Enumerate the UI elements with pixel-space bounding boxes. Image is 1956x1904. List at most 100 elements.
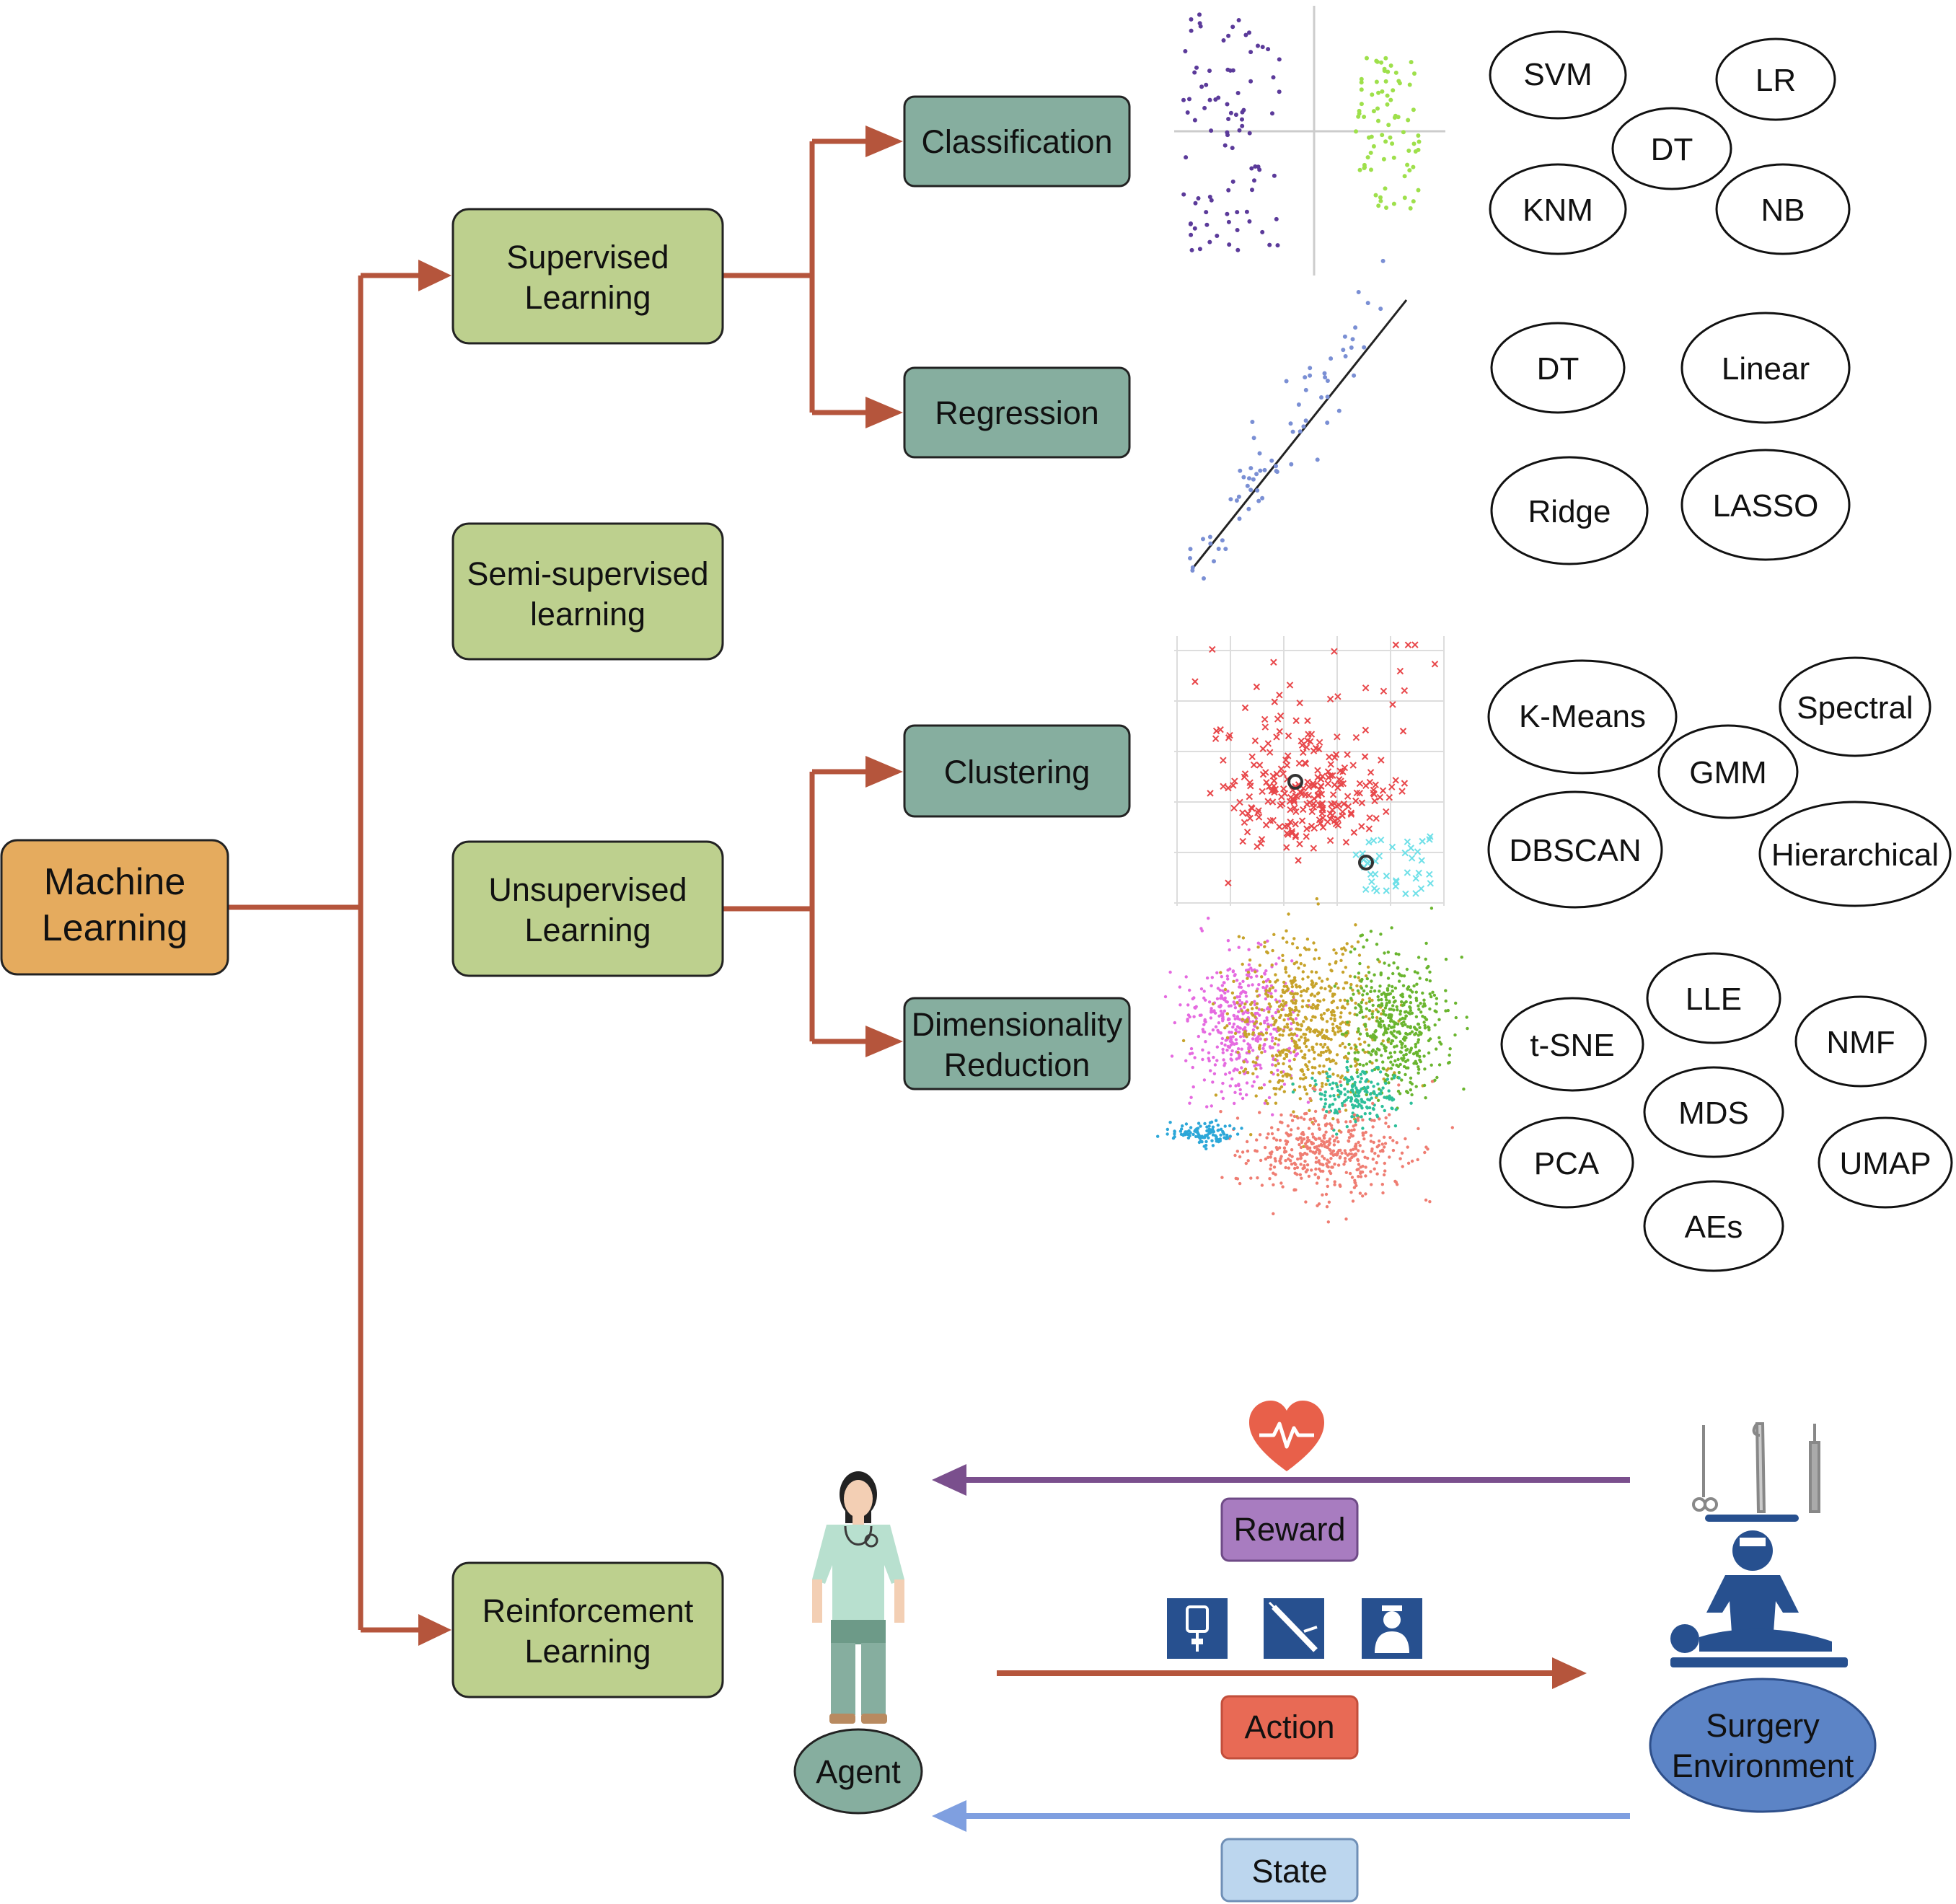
syringe-icon	[1264, 1598, 1324, 1659]
root-node: Machine Learning	[0, 839, 229, 976]
category-unsupervised: Unsupervised Learning	[451, 840, 724, 977]
clustering-label: Clustering	[944, 754, 1091, 790]
svg-text:Ridge: Ridge	[1528, 494, 1611, 529]
surgical-instruments-icon	[1692, 1422, 1820, 1513]
algo-ridge: Ridge	[1490, 456, 1649, 565]
reinforcement-line2: Learning	[524, 1633, 651, 1670]
unsupervised-line1: Unsupervised	[488, 871, 687, 908]
semi-line2: learning	[530, 596, 646, 633]
tree-connectors	[228, 138, 865, 1633]
root-label-line1: Machine	[44, 861, 186, 903]
tree-arrowheads	[418, 125, 903, 1646]
clustering-scatter-illustration	[1174, 636, 1445, 906]
reward-label-box: Reward	[1220, 1497, 1359, 1562]
task-classification: Classification	[903, 95, 1131, 188]
clustering-algorithms: K-Means Spectral GMM DBSCAN Hierarchical	[1487, 656, 1952, 909]
svg-text:AEs: AEs	[1685, 1209, 1743, 1245]
task-dimensionality-reduction: Dimensionality Reduction	[903, 997, 1131, 1090]
algo-lle: LLE	[1646, 952, 1781, 1044]
svg-text:LR: LR	[1755, 63, 1796, 98]
category-reinforcement: Reinforcement Learning	[451, 1561, 724, 1698]
svg-text:MDS: MDS	[1678, 1096, 1749, 1131]
algo-lr: LR	[1715, 38, 1836, 121]
supervised-line1: Supervised	[506, 239, 669, 276]
environment-node: Surgery Environment	[1649, 1678, 1877, 1813]
environment-line2: Environment	[1672, 1747, 1854, 1784]
svg-text:PCA: PCA	[1534, 1146, 1600, 1181]
rl-loop: Reward Action	[793, 1401, 1877, 1903]
algo-umap: UMAP	[1818, 1116, 1953, 1209]
root-label-line2: Learning	[42, 907, 188, 949]
arrowhead-reinforcement	[418, 1614, 451, 1646]
svg-text:Hierarchical: Hierarchical	[1771, 837, 1939, 873]
doctor-icon	[1362, 1598, 1422, 1659]
environment-line1: Surgery	[1706, 1707, 1820, 1744]
task-regression: Regression	[903, 366, 1131, 459]
svg-text:NMF: NMF	[1826, 1025, 1895, 1060]
category-supervised: Supervised Learning	[451, 208, 724, 345]
svg-text:SVM: SVM	[1523, 57, 1592, 92]
classification-algorithms: SVM LR DT KNM NB	[1489, 30, 1851, 255]
algo-knm: KNM	[1489, 163, 1627, 255]
algo-pca: PCA	[1499, 1116, 1634, 1209]
algo-aes: AEs	[1643, 1180, 1784, 1272]
nurse-agent-figure	[812, 1471, 904, 1724]
task-clustering: Clustering	[903, 724, 1131, 818]
algo-dbscan: DBSCAN	[1487, 790, 1663, 909]
supervised-line2: Learning	[524, 279, 651, 316]
regression-label: Regression	[935, 395, 1099, 431]
arrowhead-classification	[865, 125, 903, 157]
reinforcement-line1: Reinforcement	[483, 1592, 694, 1629]
regression-scatter-illustration	[1188, 258, 1408, 581]
reward-label: Reward	[1233, 1511, 1345, 1548]
reward-arrowhead	[932, 1464, 966, 1496]
svg-text:GMM: GMM	[1689, 755, 1767, 790]
heart-pulse-icon	[1249, 1401, 1324, 1471]
arrowhead-dimred	[865, 1026, 903, 1057]
algo-dt-classification: DT	[1611, 107, 1732, 190]
svg-text:DT: DT	[1651, 132, 1693, 167]
svg-text:NB: NB	[1761, 193, 1805, 228]
algo-mds: MDS	[1643, 1066, 1784, 1158]
svg-text:LASSO: LASSO	[1713, 488, 1819, 524]
algo-dt-regression: DT	[1490, 322, 1626, 414]
state-arrowhead	[932, 1800, 966, 1832]
dimred-algorithms: LLE t-SNE NMF MDS PCA UMAP AEs	[1499, 952, 1953, 1272]
action-label-box: Action	[1220, 1695, 1359, 1760]
category-semi-supervised: Semi-supervised learning	[451, 522, 724, 661]
svg-text:K-Means: K-Means	[1519, 699, 1646, 734]
algo-nmf: NMF	[1794, 995, 1927, 1088]
algo-linear: Linear	[1680, 312, 1851, 424]
arrowhead-regression	[865, 397, 903, 428]
svg-text:UMAP: UMAP	[1839, 1146, 1931, 1181]
action-label: Action	[1244, 1709, 1334, 1745]
svg-text:t-SNE: t-SNE	[1530, 1028, 1614, 1063]
classification-scatter-illustration	[1174, 6, 1445, 276]
algo-nb: NB	[1715, 163, 1851, 255]
arrowhead-clustering	[865, 756, 903, 788]
svg-text:DT: DT	[1537, 351, 1580, 387]
algo-kmeans: K-Means	[1487, 659, 1678, 775]
algo-lasso: LASSO	[1680, 449, 1851, 561]
dimred-line2: Reduction	[944, 1046, 1091, 1083]
classification-label: Classification	[921, 123, 1112, 160]
algo-spectral: Spectral	[1779, 656, 1931, 757]
agent-label: Agent	[816, 1753, 901, 1790]
agent-node: Agent	[793, 1728, 923, 1815]
svg-text:Spectral: Spectral	[1797, 690, 1913, 726]
svg-text:Linear: Linear	[1722, 351, 1810, 387]
surgeon-operating-icon	[1670, 1515, 1848, 1667]
state-label: State	[1251, 1853, 1327, 1890]
algo-gmm: GMM	[1657, 724, 1799, 819]
svg-text:DBSCAN: DBSCAN	[1509, 833, 1641, 868]
algo-tsne: t-SNE	[1500, 997, 1644, 1092]
algo-svm: SVM	[1489, 30, 1627, 120]
umap-embedding-illustration	[1156, 897, 1469, 1224]
unsupervised-line2: Learning	[524, 912, 651, 948]
state-label-box: State	[1220, 1838, 1359, 1903]
algo-hierarchical: Hierarchical	[1758, 801, 1952, 907]
action-arrowhead	[1552, 1657, 1587, 1689]
svg-text:KNM: KNM	[1523, 193, 1593, 228]
regression-algorithms: DT Linear Ridge LASSO	[1490, 312, 1851, 565]
